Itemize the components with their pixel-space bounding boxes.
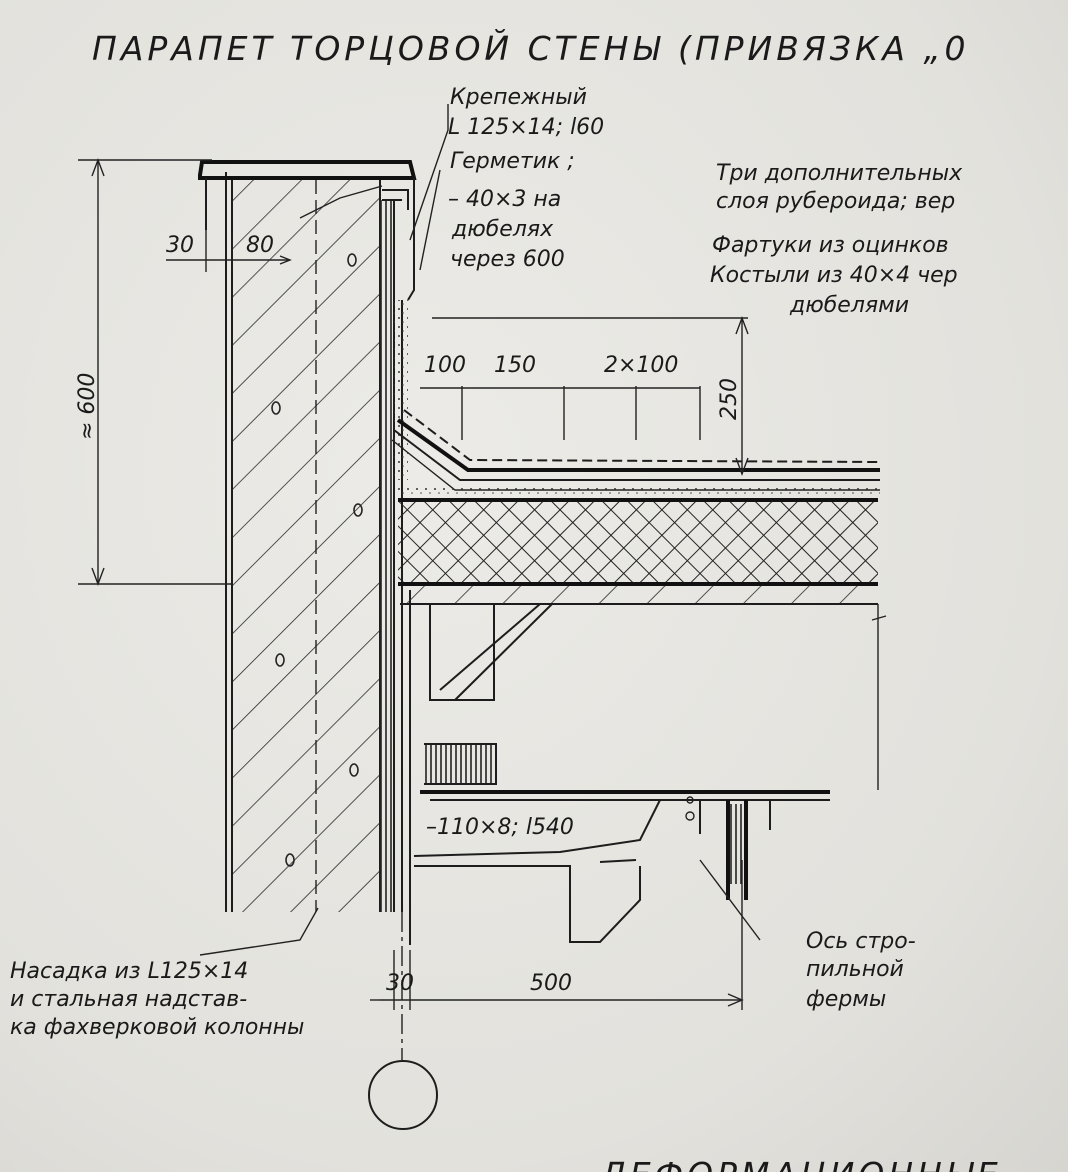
- label-cap-line2: и стальная надстав-: [10, 987, 247, 1012]
- cap-flashing: [198, 160, 417, 301]
- insulation-slab: [398, 498, 878, 605]
- label-roofing-line4: Костыли из 40×4 чер: [710, 263, 958, 288]
- label-cap-line3: ка фахверковой колонны: [10, 1015, 304, 1040]
- inner-lining: [380, 200, 411, 945]
- column-axis-marker: [368, 912, 438, 1130]
- dim-100: 100: [424, 353, 466, 378]
- roofing-layers: [391, 300, 881, 497]
- label-roofing-line3: Фартуки из оцинков: [712, 233, 949, 258]
- dim-80: 80: [246, 233, 274, 258]
- dim-500: 500: [530, 971, 572, 996]
- dim-600: ≈ 600: [75, 373, 100, 440]
- dim-30-top: 30: [166, 233, 194, 258]
- label-truss-line3: фермы: [806, 987, 886, 1012]
- label-fastener-line2: L 125×14; l60: [448, 115, 604, 140]
- label-truss-line1: Ось стро-: [806, 929, 916, 954]
- label-plate: –110×8; l540: [426, 815, 574, 840]
- label-sealant-line3: дюбелях: [451, 217, 554, 242]
- wall-panel: [225, 172, 381, 912]
- label-roofing-line2: слоя рубероида; вер: [716, 189, 955, 214]
- truss-connection: [413, 790, 830, 943]
- label-fastener-line1: Крепежный: [450, 85, 587, 110]
- dim-150: 150: [494, 353, 536, 378]
- label-bottom-fragment: ДЕФОРМАЦИОННЫЕ: [598, 1155, 1002, 1172]
- dimension-text: 30 80 ≈ 600 100 150 2×100 250 30 500: [75, 233, 742, 996]
- roof-purlin: [424, 603, 887, 790]
- dim-30-bottom: 30: [386, 971, 414, 996]
- dim-2x100: 2×100: [604, 353, 678, 378]
- annotation-text: Крепежный L 125×14; l60 Герметик ; – 40×…: [10, 85, 1002, 1172]
- label-sealant-line1: Герметик ;: [450, 149, 575, 174]
- label-sealant-line4: через 600: [450, 247, 565, 272]
- label-sealant-line2: – 40×3 на: [448, 187, 561, 212]
- dimension-lines: [78, 104, 761, 1010]
- label-roofing-line5: дюбелями: [789, 293, 909, 318]
- label-cap-line1: Насадка из L125×14: [10, 959, 248, 984]
- label-roofing-line1: Три дополнительных: [716, 161, 963, 186]
- label-truss-line2: пильной: [806, 957, 904, 982]
- dim-250: 250: [717, 378, 742, 420]
- drawing-title: ПАРАПЕТ ТОРЦОВОЙ СТЕНЫ (ПРИВЯЗКА „0: [92, 28, 970, 68]
